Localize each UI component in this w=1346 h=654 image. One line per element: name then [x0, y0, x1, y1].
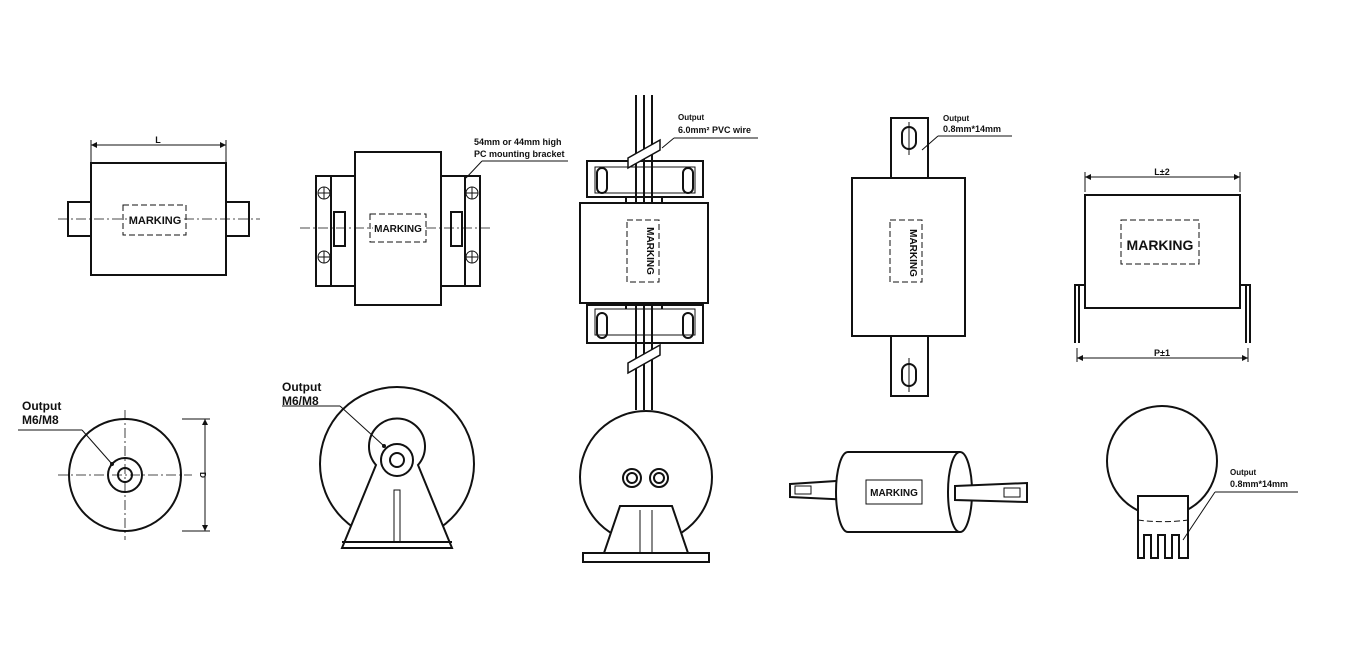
output-label: Output	[943, 114, 970, 123]
wire-lead-capacitor-front-view: MARKING Output 6.0mm² PVC wire	[579, 95, 758, 410]
pvc-wire-label: 6.0mm² PVC wire	[678, 125, 751, 135]
bracket-note-line-2: PC mounting bracket	[474, 149, 565, 159]
stud-terminal-end-view: Output M6/M8 D	[18, 399, 210, 540]
wire-lead-end-view	[579, 410, 713, 563]
dimension-label-pitch-tolerance: P±1	[1154, 348, 1170, 358]
strip-terminal-capacitor-front-view: MARKING Output 0.8mm*14mm	[851, 114, 1012, 397]
dimension-label-diameter: D	[198, 472, 207, 478]
marking-label: MARKING	[907, 229, 918, 277]
dimension-label-length-tolerance: L±2	[1154, 167, 1169, 177]
output-label: Output	[282, 380, 321, 394]
thread-size-label: M6/M8	[22, 413, 59, 427]
output-label: Output	[22, 399, 61, 413]
marking-label: MARKING	[1127, 237, 1194, 253]
axial-capacitor-side-view: L MARKING	[58, 135, 260, 276]
marking-label: MARKING	[870, 488, 918, 499]
bracket-mounted-capacitor-view: MARKING 54mm or 44mm high PC mounting br…	[300, 137, 568, 306]
dimension-label-L: L	[155, 135, 161, 145]
marking-label: MARKING	[129, 215, 182, 227]
output-label: Output	[1230, 468, 1257, 477]
marking-label: MARKING	[374, 224, 422, 235]
saddle-mount-end-view: Output M6/M8	[282, 380, 475, 549]
pcb-pin-capacitor-side-view: L±2 P±1 MARKING	[1074, 167, 1251, 362]
bracket-note-line-1: 54mm or 44mm high	[474, 137, 562, 147]
strip-terminal-label: 0.8mm*14mm	[943, 124, 1001, 134]
marking-label: MARKING	[644, 227, 655, 275]
output-label: Output	[678, 113, 705, 122]
thread-size-label: M6/M8	[282, 394, 319, 408]
strip-terminal-side-view: MARKING	[789, 451, 1028, 533]
strip-terminal-end-view: Output 0.8mm*14mm	[1106, 405, 1298, 559]
strip-terminal-label: 0.8mm*14mm	[1230, 479, 1288, 489]
